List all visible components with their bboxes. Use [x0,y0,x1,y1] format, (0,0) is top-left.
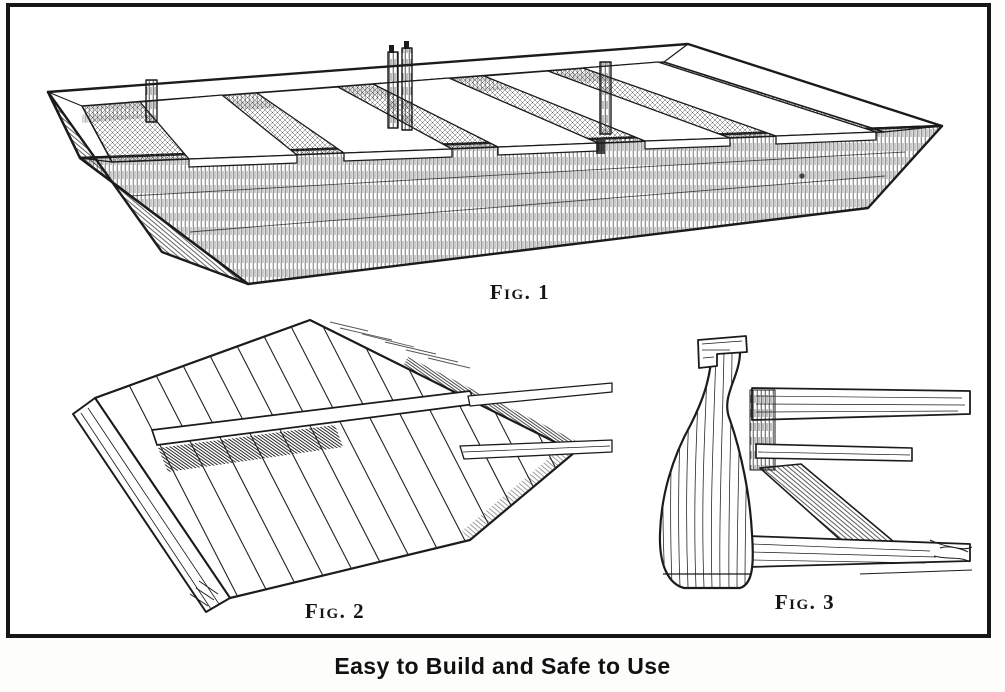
engraving-canvas [46,41,973,613]
fig2-hull-bottom-view [72,318,613,613]
fig1-label: Fig. 1 [489,280,551,304]
fig1-boat-deck-view [46,41,944,286]
fig3-oarlock-detail [658,335,973,590]
plate-caption: Easy to Build and Safe to Use [334,653,671,679]
plate-frame [6,3,991,638]
fig3-label: Fig. 3 [774,590,836,614]
fig2-label: Fig. 2 [304,599,366,623]
